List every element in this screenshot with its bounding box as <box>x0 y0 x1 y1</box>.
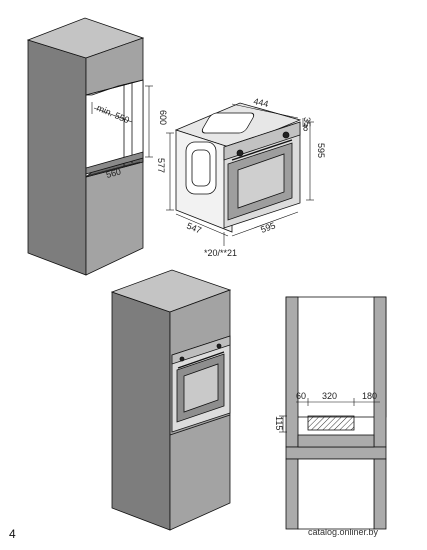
dim-oven-offset-b: 8 <box>303 123 308 133</box>
dim-oven-front-width: 595 <box>259 220 277 235</box>
dim-cabinet-height: 600 <box>158 110 168 125</box>
dim-vent-b: 320 <box>322 391 337 401</box>
dim-oven-front-thickness: *20/**21 <box>204 248 237 258</box>
dim-vent-height: 115 <box>274 416 284 430</box>
page-number: 4 <box>9 527 16 541</box>
watermark: catalog.onliner.by <box>308 527 379 537</box>
oven-dimension-lines <box>166 103 314 246</box>
dim-vent-a: 60 <box>296 391 306 401</box>
dim-oven-offset-a: 35 <box>302 117 312 127</box>
dim-oven-front-height: 595 <box>316 143 326 158</box>
dim-vent-c: 180 <box>362 391 377 401</box>
ventilation-section <box>285 296 387 530</box>
cabinet-dimension-lines <box>85 85 153 177</box>
ventilation-dimension-lines <box>279 398 380 433</box>
dim-oven-depth: 547 <box>185 221 203 236</box>
dim-oven-side-height: 577 <box>156 158 166 173</box>
dim-oven-width-top: 444 <box>253 96 270 109</box>
cabinet-top-left <box>26 17 145 276</box>
oven-dimensioned <box>174 102 302 233</box>
dim-cabinet-width: 560 <box>105 166 122 180</box>
cabinet-with-oven <box>110 269 232 531</box>
